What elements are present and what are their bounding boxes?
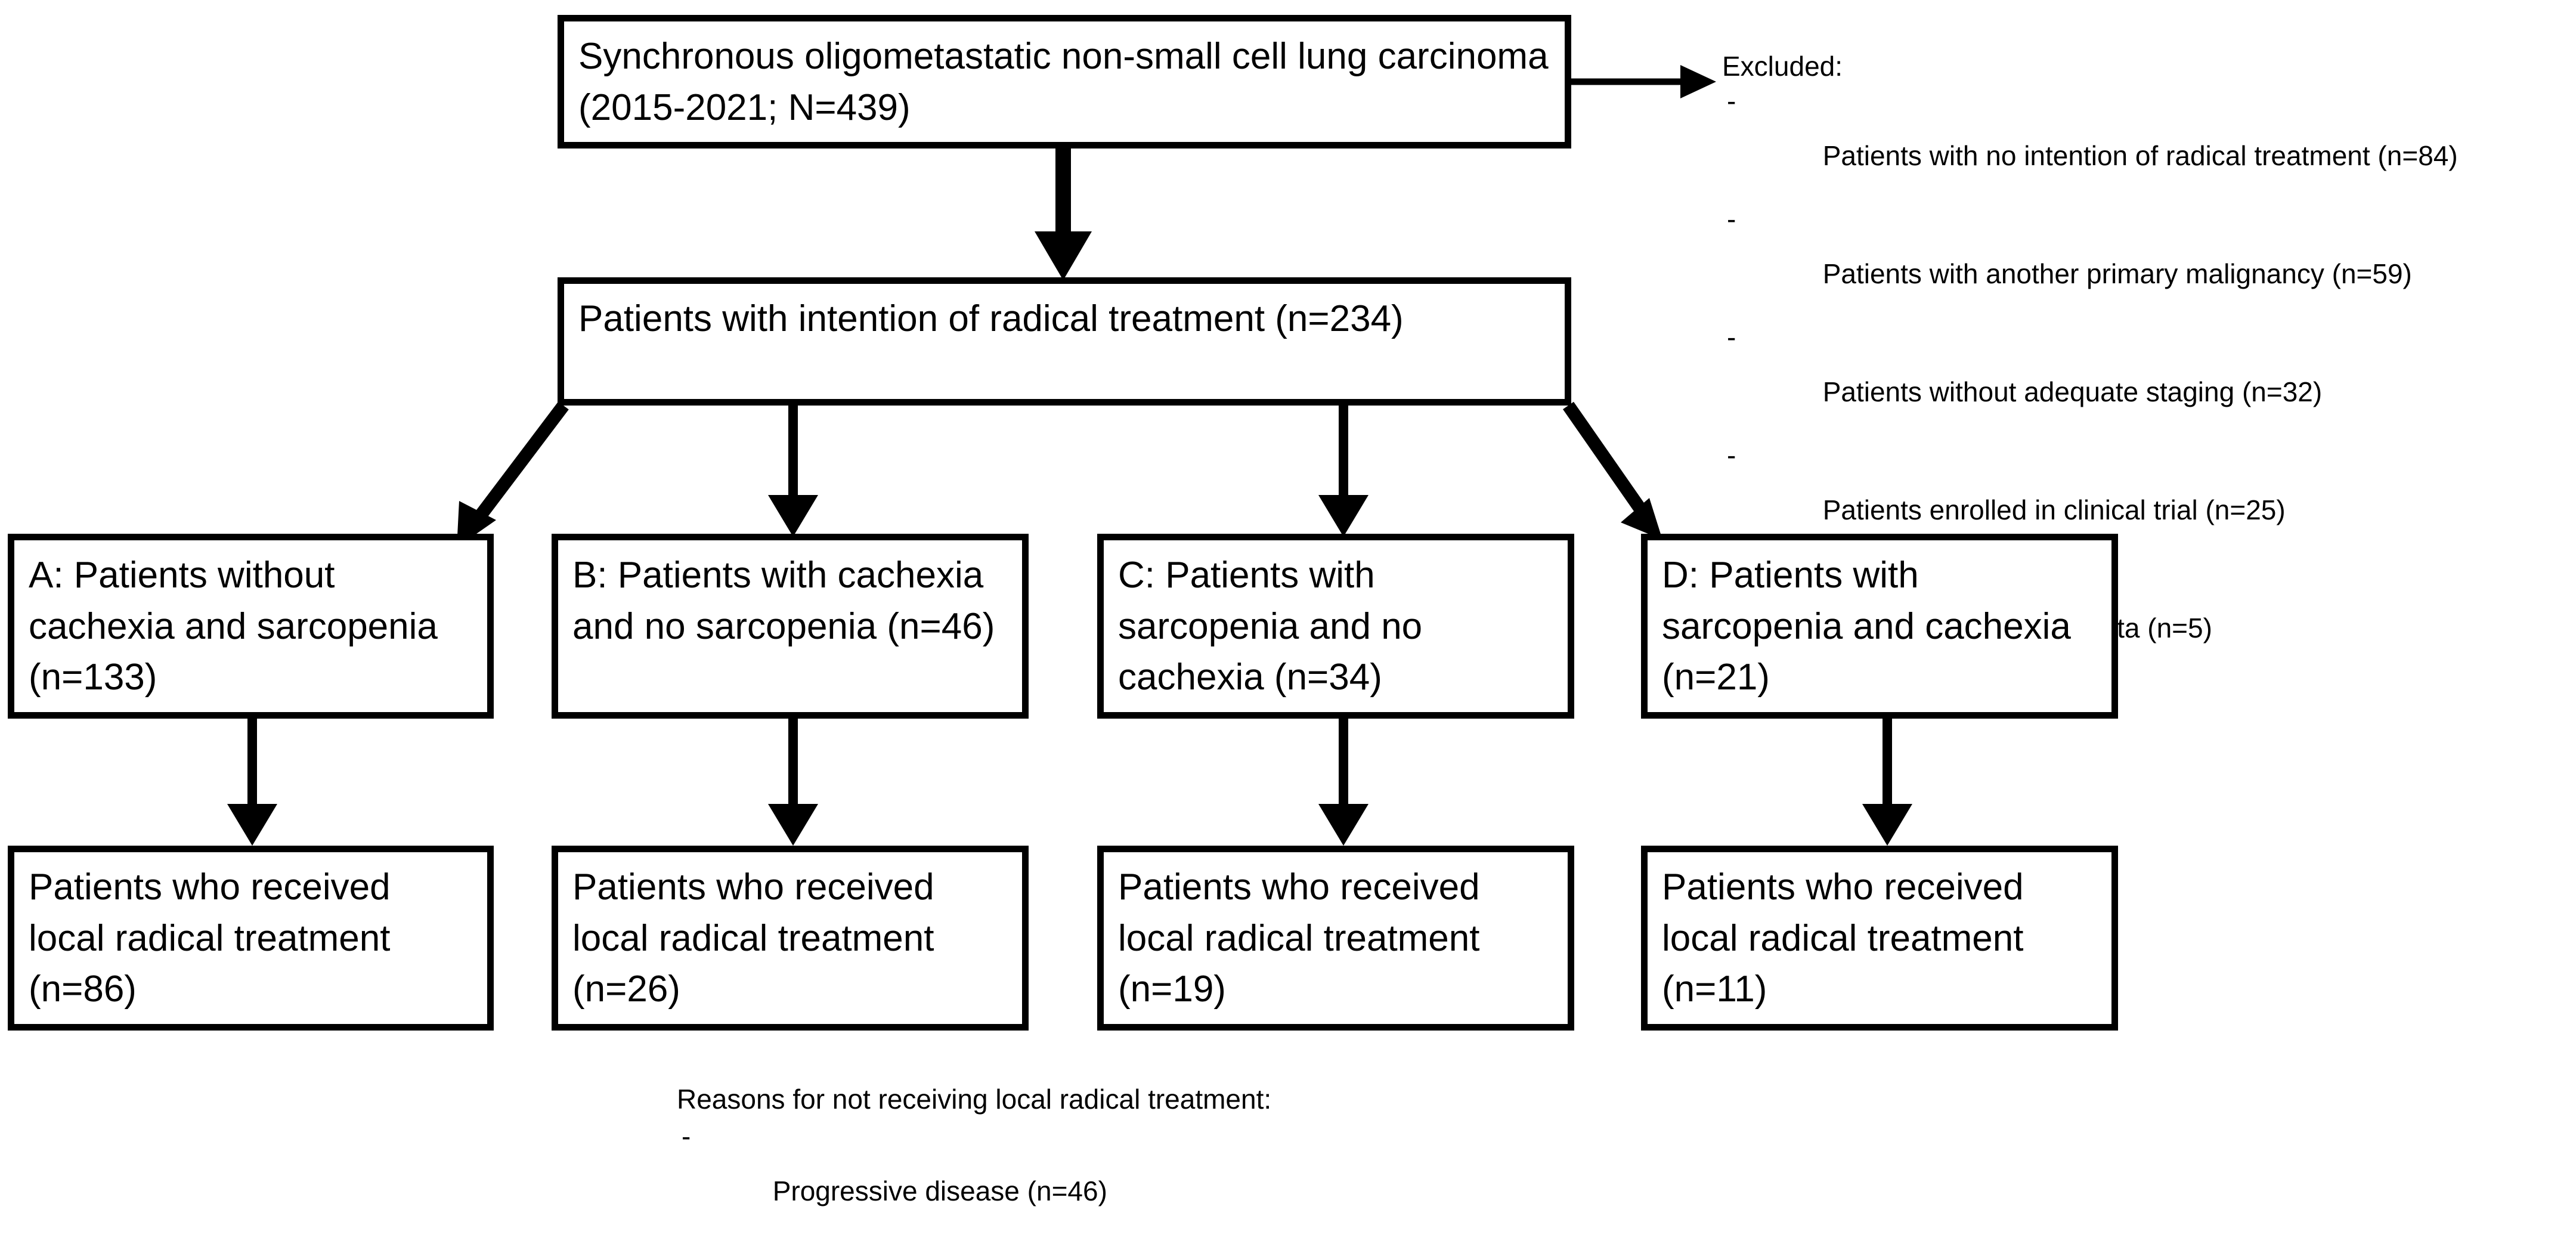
connector-group-b-to-treated-b xyxy=(768,719,818,846)
node-treated-c: Patients who received local radical trea… xyxy=(1097,846,1574,1031)
node-treated-d: Patients who received local radical trea… xyxy=(1641,846,2118,1031)
bullet-dash-icon: - xyxy=(1727,203,1736,234)
excluded-item: - Patients without adequate staging (n=3… xyxy=(1722,323,2575,433)
excluded-item-label: Patients with another primary malignancy… xyxy=(1822,258,2412,289)
bullet-dash-icon: - xyxy=(682,1121,691,1152)
connector-intention-to-group-d xyxy=(1562,401,1662,540)
excluded-list: Excluded: - Patients with no intention o… xyxy=(1722,52,2575,677)
reasons-list: Reasons for not receiving local radical … xyxy=(677,1085,1690,1250)
bullet-dash-icon: - xyxy=(682,1243,691,1250)
bullet-dash-icon: - xyxy=(1727,321,1736,352)
excluded-item-label: Patients with no intention of radical tr… xyxy=(1822,140,2458,171)
connector-group-a-to-treated-a xyxy=(227,719,277,846)
node-group-c: C: Patients with sarcopenia and no cache… xyxy=(1097,534,1574,719)
reasons-item-label: Progressive disease (n=46) xyxy=(772,1175,1107,1206)
reasons-title: Reasons for not receiving local radical … xyxy=(677,1084,1272,1115)
node-cohort: Synchronous oligometastatic non-small ce… xyxy=(558,15,1571,148)
connector-cohort-to-intention xyxy=(1035,148,1092,280)
excluded-item: - Patients with another primary malignan… xyxy=(1722,205,2575,315)
excluded-item-label: Patients enrolled in clinical trial (n=2… xyxy=(1822,494,2286,525)
excluded-item-label: Patients without adequate staging (n=32) xyxy=(1822,376,2323,407)
connector-cohort-to-excluded xyxy=(1569,65,1716,98)
node-group-d: D: Patients with sarcopenia and cachexia… xyxy=(1641,534,2118,719)
bullet-dash-icon: - xyxy=(1727,440,1736,471)
node-group-a: A: Patients without cachexia and sarcope… xyxy=(8,534,494,719)
reasons-item: - Progressive disease (n=46) xyxy=(677,1122,1690,1232)
node-group-b: B: Patients with cachexia and no sarcope… xyxy=(552,534,1029,719)
connector-intention-to-group-b xyxy=(768,406,818,537)
node-treated-b: Patients who received local radical trea… xyxy=(552,846,1029,1031)
node-intention: Patients with intention of radical treat… xyxy=(558,277,1571,406)
excluded-title: Excluded: xyxy=(1722,51,1843,82)
excluded-item: - Patients with no intention of radical … xyxy=(1722,87,2575,197)
connector-group-c-to-treated-c xyxy=(1318,719,1368,846)
reasons-item: - Deterioration of condition during trea… xyxy=(677,1243,1690,1250)
bullet-dash-icon: - xyxy=(1727,85,1736,116)
connector-intention-to-group-c xyxy=(1318,406,1368,537)
connector-group-d-to-treated-d xyxy=(1862,719,1912,846)
node-treated-a: Patients who received local radical trea… xyxy=(8,846,494,1031)
connector-intention-to-group-a xyxy=(457,401,569,547)
excluded-item: - Patients enrolled in clinical trial (n… xyxy=(1722,441,2575,551)
